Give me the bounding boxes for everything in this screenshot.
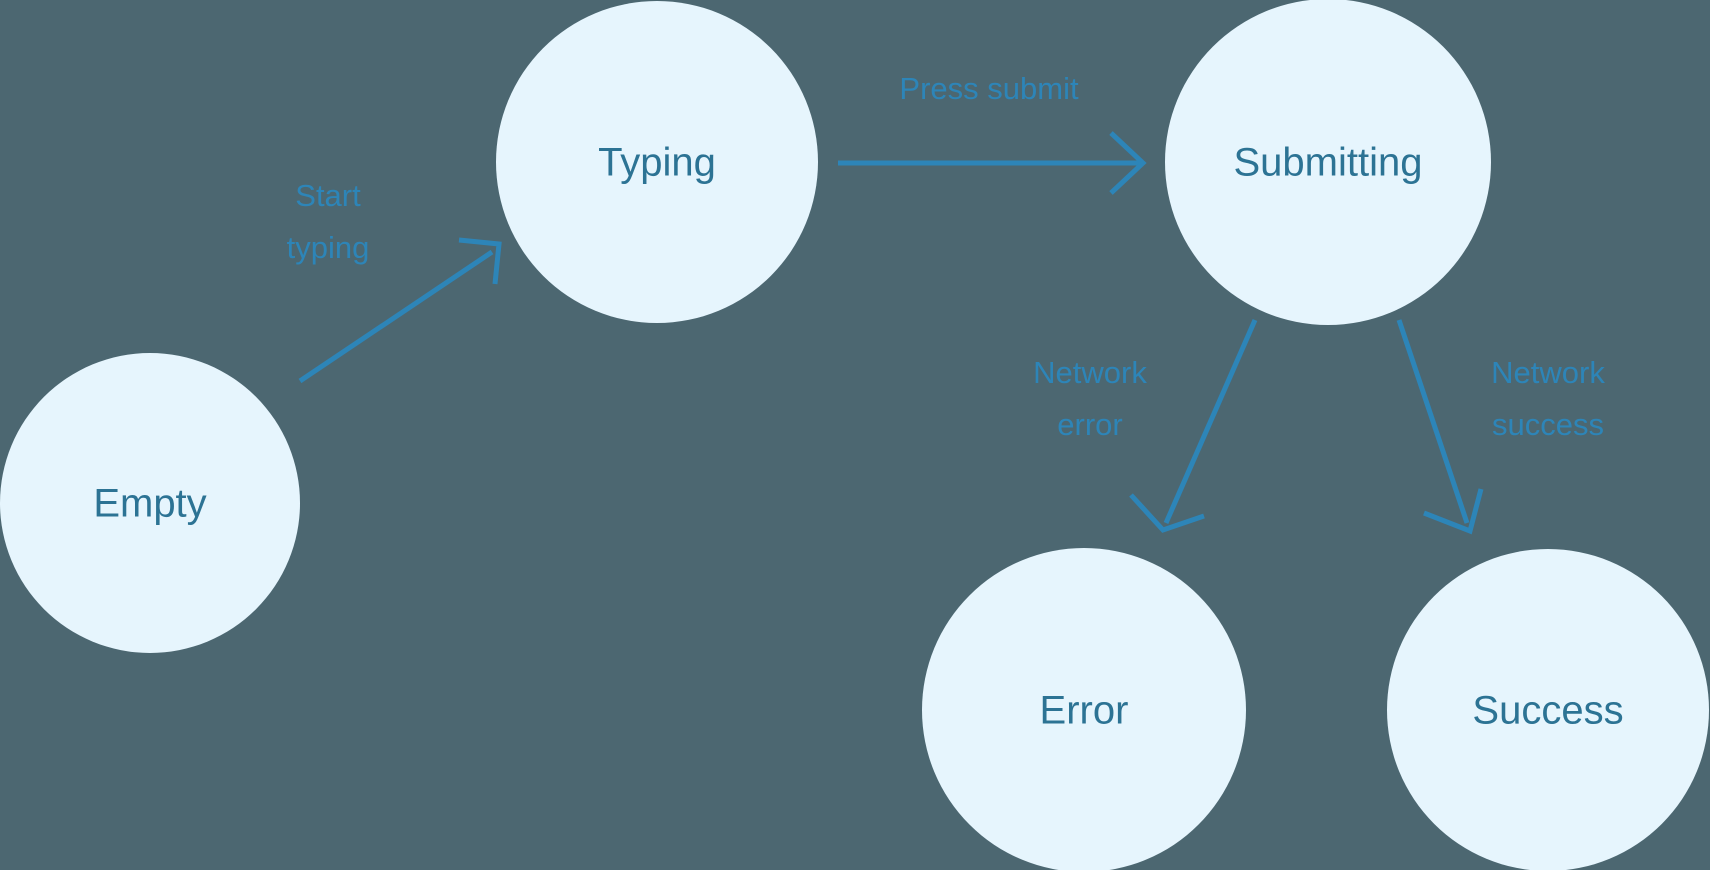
node-error-circle [922, 548, 1246, 870]
node-empty-label: Empty [93, 482, 206, 526]
edge-label-start-typing: Start typing [287, 178, 370, 265]
edge-label-network-success-line2: success [1492, 407, 1604, 442]
edge-submitting-to-error[interactable] [1129, 318, 1258, 533]
node-typing-circle [496, 1, 818, 323]
edge-label-network-success: Network success [1491, 355, 1605, 442]
edge-label-network-success-line1: Network [1491, 355, 1605, 390]
node-error[interactable]: Error [922, 548, 1246, 870]
edge-typing-to-submitting-arrowhead [1109, 131, 1147, 195]
edge-submitting-to-success-arrowhead [1423, 488, 1484, 535]
edge-label-network-error-line1: Network [1033, 355, 1147, 390]
edge-submitting-to-success-line [1396, 319, 1470, 524]
edge-submitting-to-error-line [1163, 318, 1258, 525]
edge-submitting-to-error-arrowhead [1129, 493, 1205, 533]
node-success-circle [1387, 549, 1709, 870]
node-empty-circle [0, 353, 300, 653]
node-success-label: Success [1472, 689, 1623, 733]
edge-typing-to-submitting[interactable] [838, 131, 1147, 195]
edge-label-start-typing-line2: typing [287, 230, 370, 265]
node-success[interactable]: Success [1387, 549, 1709, 870]
node-submitting[interactable]: Submitting [1165, 0, 1491, 325]
edge-empty-to-typing-arrowhead [458, 237, 502, 285]
edge-empty-to-typing[interactable] [298, 237, 502, 384]
edge-empty-to-typing-line [298, 249, 494, 384]
node-submitting-label: Submitting [1234, 141, 1423, 185]
edge-submitting-to-success[interactable] [1396, 319, 1484, 535]
edge-label-network-error-line2: error [1057, 407, 1122, 442]
node-submitting-circle [1165, 0, 1491, 325]
node-empty[interactable]: Empty [0, 353, 300, 653]
edge-label-network-error: Network error [1033, 355, 1147, 442]
node-typing[interactable]: Typing [496, 1, 818, 323]
edge-label-press-submit: Press submit [899, 71, 1079, 106]
edge-label-start-typing-line1: Start [295, 178, 361, 213]
node-error-label: Error [1040, 689, 1129, 733]
node-typing-label: Typing [598, 141, 716, 185]
